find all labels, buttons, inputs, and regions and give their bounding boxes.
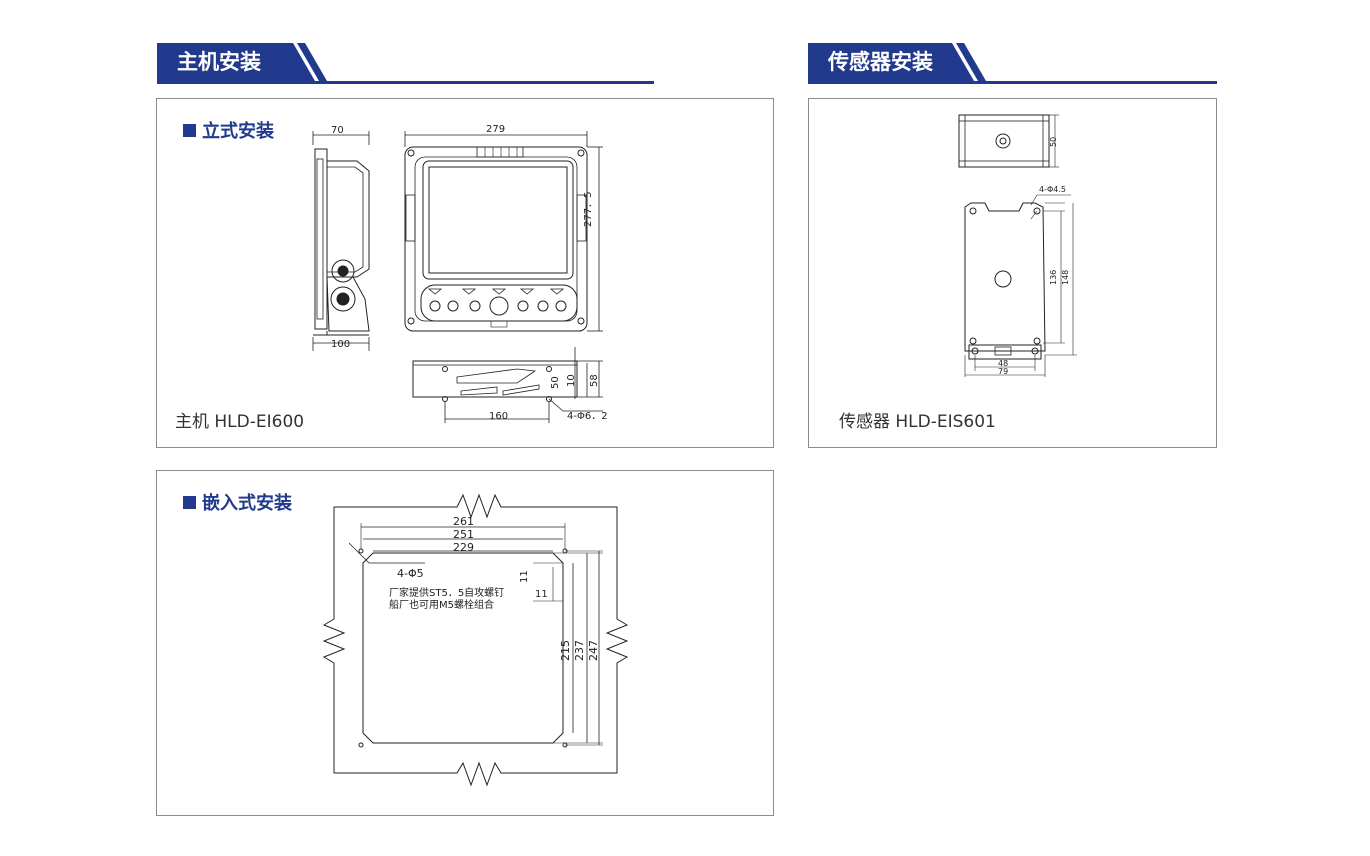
dim-bracket-h2: 10 (566, 374, 577, 387)
upright-subtitle-text: 立式安装 (202, 121, 274, 142)
embedded-subtitle: 嵌入式安装 (183, 489, 292, 515)
sensor-section-title: 传感器安装 (828, 50, 933, 74)
sensor-dim-h2: 148 (1061, 269, 1070, 285)
embed-note-1: 厂家提供ST5．5自攻螺钉 (389, 588, 505, 599)
sensor-dim-top-h: 50 (1049, 136, 1058, 147)
dim-bracket-h3: 58 (589, 374, 600, 387)
dim-embed-w1: 261 (453, 515, 474, 528)
sensor-install-panel: 传感器 HLD-EIS601 50 (808, 98, 1217, 448)
square-bullet-icon (183, 496, 196, 509)
dim-bracket-holes: 4-Φ6．2 (567, 411, 608, 422)
sensor-drawing (958, 114, 1077, 377)
host-section-title: 主机安装 (177, 50, 261, 74)
side-view-drawing (312, 131, 370, 351)
embedded-install-panel: 嵌入式安装 261 251 229 215 237 247 11 11 (156, 470, 774, 816)
square-bullet-icon (183, 124, 196, 137)
host-section-header: 主机安装 (157, 43, 654, 85)
embedded-subtitle-text: 嵌入式安装 (202, 493, 292, 514)
upright-drawing (312, 131, 603, 423)
dim-embed-w3: 229 (453, 541, 474, 554)
sensor-caption: 传感器 HLD-EIS601 (839, 412, 996, 432)
host-caption: 主机 HLD-EI600 (175, 412, 305, 432)
dim-embed-holes: 4-Φ5 (397, 567, 424, 580)
dim-embed-w2: 251 (453, 528, 474, 541)
sensor-dim-holes: 4-Φ4.5 (1039, 185, 1066, 194)
dim-bracket-h1: 50 (550, 376, 561, 389)
front-view-drawing (404, 131, 603, 332)
dim-embed-h1: 215 (559, 640, 572, 661)
dim-embed-h2: 237 (573, 640, 586, 661)
dim-front-width: 279 (486, 124, 506, 135)
dim-base-depth: 100 (331, 339, 351, 350)
host-header-decoration (157, 43, 654, 84)
dim-embed-c2: 11 (535, 589, 548, 600)
upright-install-panel: 立式安装 主机 HLD-EI600 (156, 98, 774, 448)
bracket-drawing (412, 347, 603, 423)
dim-side-depth: 70 (331, 125, 344, 136)
upright-subtitle: 立式安装 (183, 117, 274, 143)
embed-note-2: 船厂也可用M5螺栓组合 (389, 600, 494, 611)
sensor-dim-w1: 48 (998, 359, 1009, 368)
embedded-drawing (322, 493, 629, 787)
sensor-dim-w2: 79 (998, 367, 1009, 376)
dim-front-height: 277．5 (583, 191, 594, 227)
sensor-dim-h1: 136 (1049, 269, 1058, 285)
sensor-section-header: 传感器安装 (808, 43, 1217, 85)
sensor-header-decoration (808, 43, 1217, 84)
dim-embed-c1: 11 (519, 570, 530, 583)
dim-embed-h3: 247 (587, 640, 600, 661)
dim-bracket-width: 160 (489, 411, 509, 422)
